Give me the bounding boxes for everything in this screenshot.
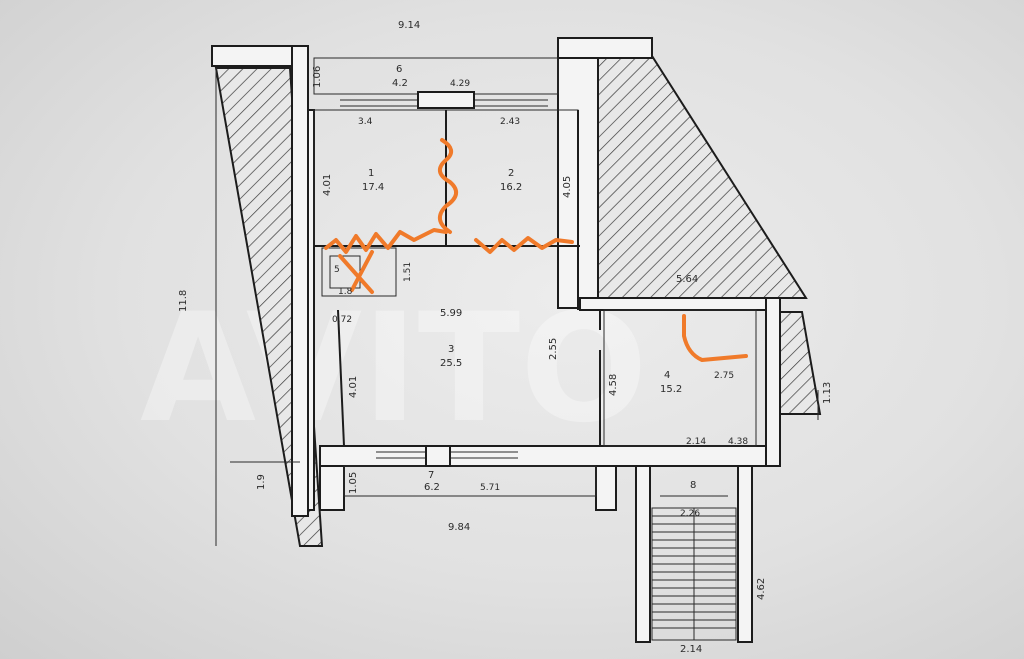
bath-box xyxy=(321,247,397,297)
dim-bath-w: 0.72 xyxy=(332,315,352,325)
room1-num: 1 xyxy=(368,168,374,179)
dim-stair-landing: 2.26 xyxy=(680,509,700,519)
room1-area: 17.4 xyxy=(362,182,384,193)
dim-office-w: 4.38 xyxy=(728,437,748,447)
dim-top-overall: 9.14 xyxy=(398,20,420,31)
office-room xyxy=(603,309,757,447)
hall-area: 25.5 xyxy=(440,358,462,369)
dim-bath-h: 1.51 xyxy=(403,262,413,282)
room2-num: 2 xyxy=(508,168,514,179)
hall-num: 3 xyxy=(448,344,454,355)
left-inner-wall xyxy=(307,109,315,511)
balcony-bottom-area: 6.2 xyxy=(424,482,440,493)
dim-left-lower: 1.9 xyxy=(256,474,267,490)
dim-balcony-top-right-win: 2.43 xyxy=(500,117,520,127)
bath-num: 5 xyxy=(334,265,340,275)
lower-balcony-left-post xyxy=(319,465,345,511)
top-right-wall xyxy=(557,37,653,59)
bottom-wall xyxy=(319,445,767,467)
dim-right-small: 1.13 xyxy=(822,382,833,404)
orange-mark-wall-left xyxy=(324,228,448,254)
hall-dim: 5.99 xyxy=(440,308,462,319)
dim-balcony-top-left: 1.06 xyxy=(312,66,323,88)
stair-right-wall xyxy=(737,465,753,643)
balcony-top-area: 4.2 xyxy=(392,78,408,89)
dim-stair-right: 4.62 xyxy=(756,578,767,600)
far-right-wall xyxy=(765,297,781,467)
dim-hall-left: 4.01 xyxy=(348,376,359,398)
top-window-pier xyxy=(417,91,475,109)
dim-hall-width: 4.58 xyxy=(608,374,619,396)
orange-mark-wall-right xyxy=(474,236,574,254)
stair-num: 8 xyxy=(690,480,696,491)
room2-area: 16.2 xyxy=(500,182,522,193)
dim-left-overall: 11.8 xyxy=(178,290,189,312)
dim-balcony-top-left-win: 3.4 xyxy=(358,117,373,127)
orange-mark-cross xyxy=(338,250,374,294)
lower-balcony xyxy=(343,465,597,497)
top-left-wall xyxy=(211,45,305,67)
watermark: AVITO xyxy=(140,282,648,456)
dim-office-top: 2.14 xyxy=(686,437,706,447)
stair-treads xyxy=(652,508,736,640)
dim-bottom-overall: 9.84 xyxy=(448,522,470,533)
dim-stair-bottom: 2.14 xyxy=(680,644,702,655)
top-balcony xyxy=(313,57,559,95)
dim-hall-mid: 2.55 xyxy=(548,338,559,360)
orange-mark-wall-vertical xyxy=(438,138,458,234)
dim-triangle: 5.64 xyxy=(676,274,698,285)
dim-balcony-top-len: 4.29 xyxy=(450,79,470,89)
dim-room1-left: 4.01 xyxy=(322,174,333,196)
balcony-top-num: 6 xyxy=(396,64,402,75)
lower-window-pier xyxy=(425,445,451,467)
stair-left-wall xyxy=(635,465,651,643)
right-hatched-area xyxy=(597,55,808,299)
office-area: 15.2 xyxy=(660,384,682,395)
right-bottom-wall xyxy=(579,297,767,311)
orange-mark-office xyxy=(682,314,748,362)
lower-balcony-right-post xyxy=(595,465,617,511)
dim-lower-bal-left: 1.05 xyxy=(348,472,359,494)
balcony-bottom-num: 7 xyxy=(428,470,434,481)
dim-office-right: 2.75 xyxy=(714,371,734,381)
bath-area: 1.8 xyxy=(338,287,353,297)
dim-lower-bal-len: 5.71 xyxy=(480,483,500,493)
right-small-hatched-area xyxy=(779,311,822,415)
dim-room2-right: 4.05 xyxy=(562,176,573,198)
left-outer-wall xyxy=(291,45,309,517)
office-num: 4 xyxy=(664,370,670,381)
